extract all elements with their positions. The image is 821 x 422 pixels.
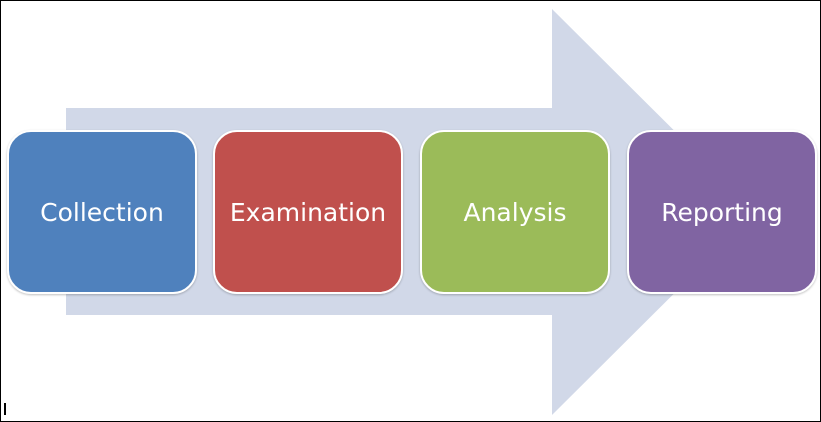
arrow-shape: [66, 9, 756, 415]
step-examination: Examination: [213, 130, 403, 294]
corner-mark: [4, 403, 6, 415]
step-label: Analysis: [463, 197, 567, 227]
step-analysis: Analysis: [420, 130, 610, 294]
step-label: Collection: [40, 197, 164, 227]
step-label: Reporting: [661, 197, 783, 227]
step-collection: Collection: [7, 130, 197, 294]
step-reporting: Reporting: [627, 130, 817, 294]
step-label: Examination: [229, 197, 387, 227]
